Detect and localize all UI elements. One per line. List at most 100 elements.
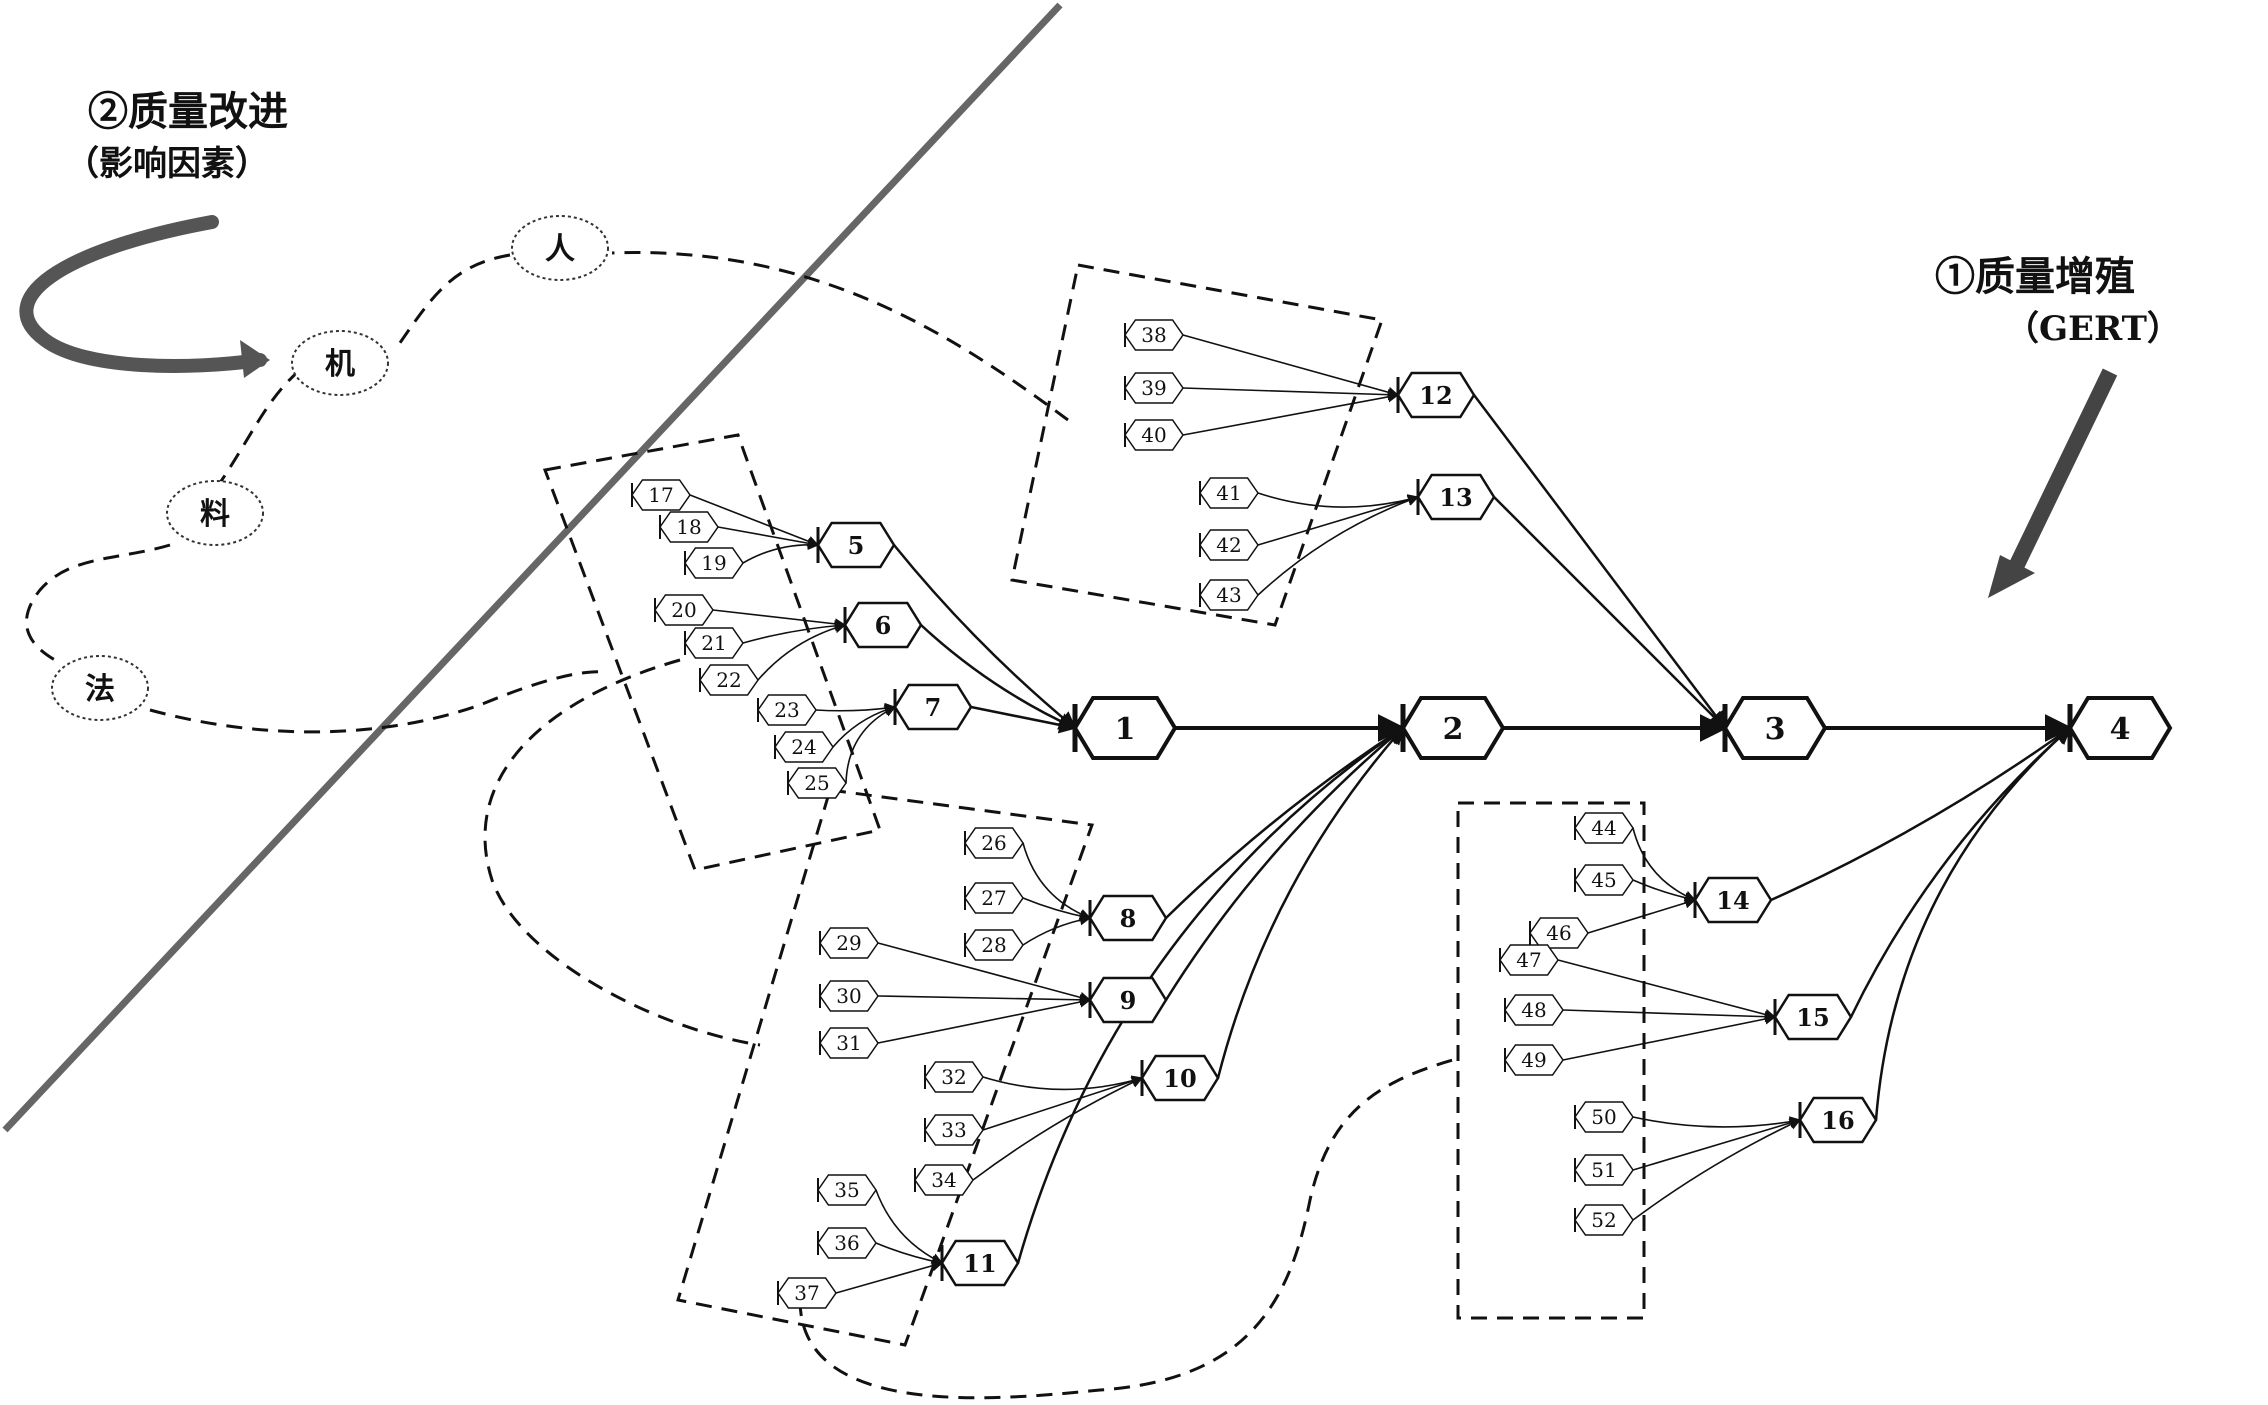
node-16: 16: [1798, 1096, 1878, 1144]
edge-28-8: [1022, 914, 1092, 946]
node-6: 6: [843, 601, 923, 649]
factor-fa: 法: [51, 655, 149, 721]
factor-liao: 料: [166, 480, 264, 546]
node-label-38: 38: [1141, 323, 1166, 347]
node-17: 17: [631, 479, 691, 511]
improvement-arrow-head: [240, 340, 270, 378]
edge-35-11: [875, 1189, 944, 1264]
dashed-box-right: [1456, 801, 1646, 1320]
node-label-23: 23: [774, 698, 799, 722]
node-label-22: 22: [716, 668, 741, 692]
node-14: 14: [1693, 876, 1773, 924]
edge-33-10: [982, 1075, 1144, 1131]
node-label-21: 21: [701, 631, 726, 655]
edge-50-16: [1632, 1116, 1802, 1128]
node-label-4: 4: [2110, 712, 2131, 747]
node-24: 24: [774, 731, 834, 763]
node-label-26: 26: [981, 831, 1006, 855]
node-label-46: 46: [1546, 921, 1571, 945]
node-11: 11: [940, 1239, 1020, 1287]
node-52: 52: [1574, 1204, 1634, 1236]
node-label-33: 33: [941, 1118, 966, 1142]
node-label-44: 44: [1591, 816, 1616, 840]
quality-growth-label: ①质量增殖: [1935, 253, 2135, 300]
node-label-50: 50: [1591, 1105, 1616, 1129]
edge-14-4: [1770, 726, 2072, 902]
edge-25-7: [845, 706, 897, 784]
node-label-6: 6: [875, 611, 892, 640]
edge-11-2: [1016, 726, 1405, 1264]
influence-curve: [25, 251, 1461, 1400]
node-5: 5: [816, 521, 896, 569]
node-label-11: 11: [963, 1249, 996, 1278]
edge-30-9: [877, 994, 1092, 1006]
edge-32-10: [982, 1075, 1144, 1091]
edge-47-15: [1557, 959, 1777, 1020]
edge-34-10: [972, 1077, 1144, 1181]
node-9: 9: [1088, 976, 1168, 1024]
influence-factors-label: （影响因素）: [65, 144, 269, 184]
dashed-box-left: [542, 433, 882, 872]
edge-42-13: [1257, 494, 1420, 546]
node-label-25: 25: [804, 771, 829, 795]
node-10: 10: [1140, 1054, 1220, 1102]
svg-text:机: 机: [325, 347, 355, 382]
node-label-29: 29: [836, 931, 861, 955]
node-label-17: 17: [648, 483, 673, 507]
edge-16-4: [1874, 726, 2072, 1121]
node-22: 22: [699, 664, 759, 696]
quality-improvement-label: ②质量改进: [88, 88, 288, 135]
node-label-5: 5: [848, 531, 865, 560]
node-39: 39: [1124, 372, 1184, 404]
edge-13-3: [1493, 496, 1727, 730]
factor-ji: 机: [291, 330, 389, 396]
node-37: 37: [777, 1277, 837, 1309]
node-label-15: 15: [1796, 1003, 1829, 1032]
dashed-groups: [542, 263, 1646, 1347]
node-label-43: 43: [1216, 583, 1241, 607]
node-23: 23: [757, 694, 817, 726]
node-50: 50: [1574, 1101, 1634, 1133]
node-7: 7: [893, 683, 973, 731]
gert-label: （GERT）: [2005, 309, 2181, 349]
node-label-35: 35: [834, 1178, 859, 1202]
node-18: 18: [659, 511, 719, 543]
node-label-24: 24: [791, 735, 816, 759]
edge-9-2: [1164, 726, 1405, 1001]
node-label-3: 3: [1765, 712, 1786, 747]
edge-6-1: [920, 624, 1077, 730]
node-49: 49: [1504, 1044, 1564, 1076]
edge-10-2: [1216, 726, 1405, 1079]
divider-line: [2, 2, 1063, 1133]
node-label-2: 2: [1443, 712, 1464, 747]
node-label-27: 27: [981, 886, 1006, 910]
edge-39-12: [1182, 387, 1400, 401]
gert-arrow-head: [1988, 555, 2035, 598]
edge-18-5: [717, 526, 820, 549]
edge-29-9: [877, 942, 1092, 1003]
node-31: 31: [819, 1027, 879, 1059]
node-label-39: 39: [1141, 376, 1166, 400]
node-42: 42: [1199, 529, 1259, 561]
edge-37-11: [835, 1260, 944, 1294]
node-label-40: 40: [1141, 423, 1166, 447]
node-44: 44: [1574, 812, 1634, 844]
node-28: 28: [964, 929, 1024, 961]
edge-48-15: [1562, 1009, 1777, 1023]
node-30: 30: [819, 980, 879, 1012]
edge-17-5: [689, 494, 820, 547]
factor-circles: 人 机 料 法: [51, 215, 609, 721]
node-label-20: 20: [671, 598, 696, 622]
node-38: 38: [1124, 319, 1184, 351]
node-43: 43: [1199, 579, 1259, 611]
svg-text:人: 人: [545, 232, 575, 267]
node-label-49: 49: [1521, 1048, 1546, 1072]
edge-43-13: [1257, 495, 1420, 596]
edge-36-11: [875, 1242, 944, 1267]
node-label-18: 18: [676, 515, 701, 539]
node-19: 19: [684, 547, 744, 579]
node-47: 47: [1499, 944, 1559, 976]
edge-38-12: [1182, 334, 1400, 398]
dashed-box-lower: [676, 788, 1095, 1347]
